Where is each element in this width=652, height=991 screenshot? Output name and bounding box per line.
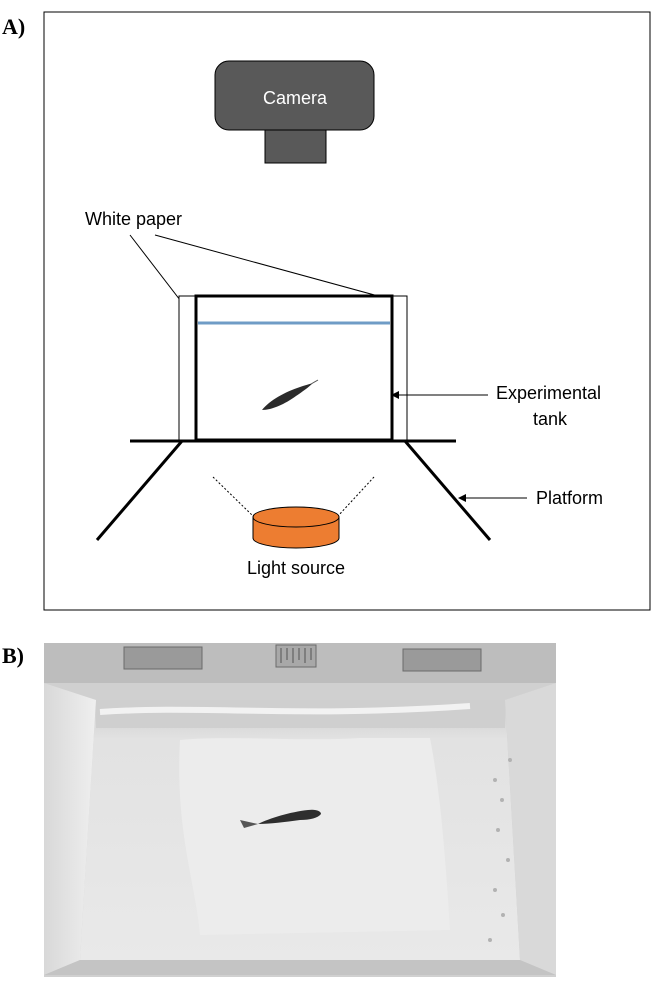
white-paper-right xyxy=(391,295,408,442)
light-source xyxy=(212,476,375,549)
hinge-left-icon xyxy=(123,646,203,670)
tank-label-line2: tank xyxy=(533,409,568,429)
white-paper-left xyxy=(178,295,196,442)
hinge-right-icon xyxy=(402,648,482,672)
tank-label-line1: Experimental xyxy=(496,383,601,403)
ruler-icon xyxy=(275,644,317,668)
camera: Camera xyxy=(214,60,375,164)
panel-b-label: B) xyxy=(2,643,24,668)
white-paper-label: White paper xyxy=(85,209,182,229)
fish-diagram xyxy=(262,379,319,410)
tank-photo xyxy=(44,643,556,977)
camera-lens xyxy=(264,129,327,164)
panel-a-label: A) xyxy=(2,14,26,39)
fish-photo-icon xyxy=(240,809,321,828)
light-source-label: Light source xyxy=(247,558,345,578)
experimental-tank xyxy=(194,294,394,442)
panel-a-frame xyxy=(43,11,651,611)
camera-label: Camera xyxy=(263,88,328,108)
platform xyxy=(95,439,492,541)
white-paper-arrow-right xyxy=(154,234,401,305)
platform-label: Platform xyxy=(536,488,603,508)
